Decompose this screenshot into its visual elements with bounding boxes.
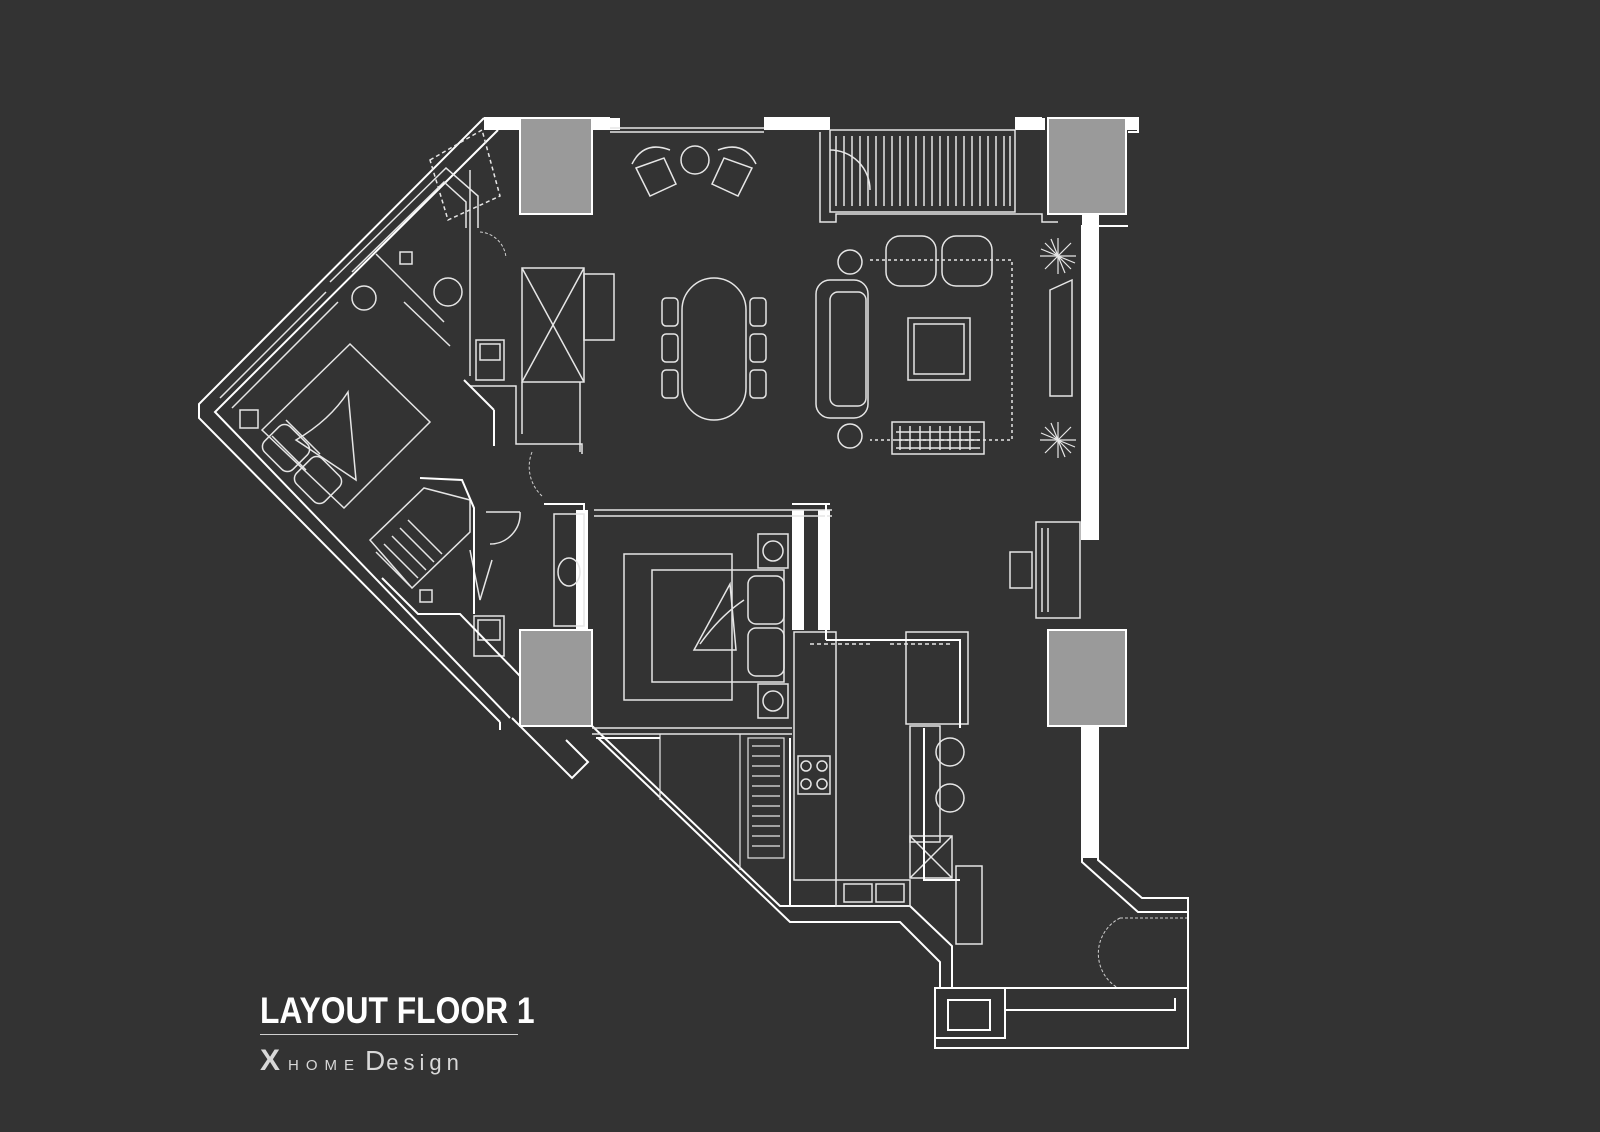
dining-table [661,277,767,421]
brand-home: HOME [288,1057,362,1074]
title-divider [260,1034,518,1035]
kitchen [793,631,983,945]
balcony-top [610,127,1058,223]
plants [1040,238,1076,458]
layout-title: LAYOUT FLOOR 1 [260,990,535,1031]
door-swings [479,231,1188,989]
wardrobe-rack [659,734,785,870]
bathroom-top [329,128,505,381]
staircase [469,170,615,454]
structural-columns [519,117,1127,727]
lounge-chairs [631,145,757,197]
second-bed [592,509,832,735]
exterior-walls [198,117,1189,1049]
bathroom-mid [368,487,585,657]
top-wall [484,118,1138,858]
brand-d: D [365,1045,387,1076]
brand-x: X [260,1044,283,1077]
sofa-set [815,235,1073,455]
brand-esign: esign [386,1050,464,1075]
interior-walls [381,379,961,906]
master-bed [219,291,432,510]
piano [1009,521,1081,619]
